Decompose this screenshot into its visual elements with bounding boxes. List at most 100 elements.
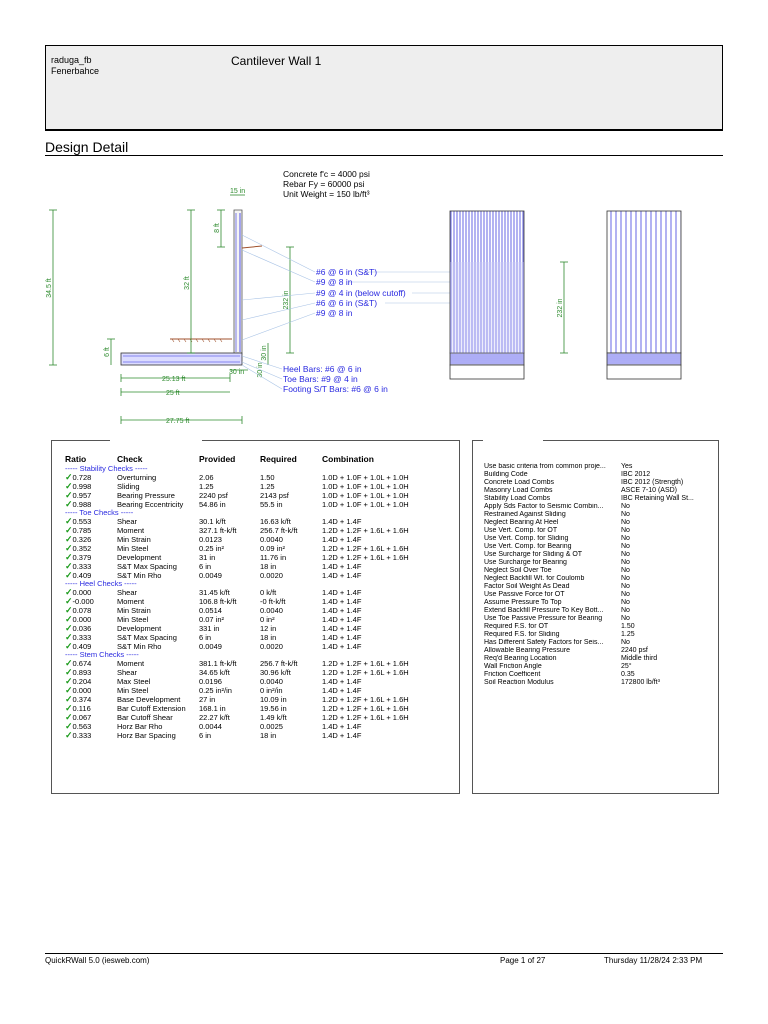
criteria-value: No bbox=[621, 615, 630, 622]
check-ratio: ✓0.333 bbox=[65, 731, 117, 740]
section-title: Design Detail bbox=[45, 139, 129, 155]
check-ratio-value: 0.379 bbox=[72, 553, 92, 562]
criteria-value: No bbox=[621, 639, 630, 646]
check-pass-icon: ✓ bbox=[65, 685, 73, 695]
check-name: Min Steel bbox=[117, 685, 149, 695]
check-ratio: ✓0.785 bbox=[65, 526, 117, 535]
criteria-label: Use Surcharge for Sliding & OT bbox=[484, 551, 583, 558]
check-ratio: ✓0.374 bbox=[65, 695, 117, 704]
check-group-row: ----- Stem Checks ----- bbox=[65, 651, 409, 659]
criteria-label: Has Different Safety Factors for Seis... bbox=[484, 639, 604, 646]
check-name: Moment bbox=[117, 525, 145, 535]
check-pass-icon: ✓ bbox=[65, 587, 73, 597]
check-provided: 34.65 k/ft bbox=[199, 667, 230, 677]
criteria-value: Yes bbox=[621, 463, 633, 470]
check-combination: 1.2D + 1.2F + 1.6L + 1.6H bbox=[322, 712, 409, 722]
col-required: Required bbox=[260, 454, 297, 464]
check-name: Max Steel bbox=[117, 676, 151, 686]
check-pass-icon: ✓ bbox=[65, 516, 73, 526]
check-pass-icon: ✓ bbox=[65, 694, 73, 704]
check-pass-icon: ✓ bbox=[65, 712, 73, 722]
check-name: Development bbox=[117, 623, 162, 633]
criteria-value: No bbox=[621, 567, 630, 574]
check-combination: 1.0D + 1.0F + 1.0L + 1.0H bbox=[322, 472, 409, 482]
check-ratio: ✓0.116 bbox=[65, 704, 117, 713]
criteria-label: Wall Friction Angle bbox=[484, 663, 542, 670]
check-name: Bar Cutoff Extension bbox=[117, 703, 186, 713]
check-provided: 30.1 k/ft bbox=[199, 516, 226, 526]
criteria-value: 2240 psf bbox=[621, 647, 648, 654]
check-combination: 1.4D + 1.4F bbox=[322, 632, 362, 642]
check-provided: 22.27 k/ft bbox=[199, 712, 230, 722]
check-provided: 331 in bbox=[199, 623, 220, 633]
check-ratio-value: 0.553 bbox=[72, 517, 92, 526]
check-required: 18 in bbox=[260, 730, 277, 740]
check-provided: 1.25 bbox=[199, 481, 214, 491]
check-name: S&T Min Rho bbox=[117, 570, 162, 580]
check-ratio: ✓-0.000 bbox=[65, 597, 117, 606]
check-name: Shear bbox=[117, 587, 138, 597]
wall-section-drawing: 15 in 34.5 ft 32 ft 8 ft 6 ft 232 in 30 … bbox=[46, 188, 682, 425]
criteria-label: Apply Sds Factor to Seismic Combin... bbox=[484, 503, 604, 510]
check-ratio-value: 0.000 bbox=[72, 588, 92, 597]
check-pass-icon: ✓ bbox=[65, 561, 73, 571]
check-ratio: ✓0.409 bbox=[65, 571, 117, 580]
material-rebar: Rebar Fy = 60000 psi bbox=[283, 179, 365, 189]
check-provided: 0.0123 bbox=[199, 534, 222, 544]
stem-bar-label-1: #6 @ 6 in (S&T) bbox=[316, 267, 377, 277]
check-ratio-value: 0.000 bbox=[72, 686, 92, 695]
check-combination: 1.2D + 1.2F + 1.6L + 1.6H bbox=[322, 658, 409, 668]
check-ratio-value: 0.333 bbox=[72, 633, 92, 642]
check-ratio: ✓0.957 bbox=[65, 491, 117, 500]
criteria-label: Assume Pressure To Top bbox=[484, 599, 562, 606]
header-user: raduga_fb bbox=[51, 55, 92, 65]
dim-stem-base: 30 in bbox=[229, 369, 244, 376]
check-combination: 1.2D + 1.2F + 1.6L + 1.6H bbox=[322, 703, 409, 713]
check-pass-icon: ✓ bbox=[65, 632, 73, 642]
checks-header-row: Ratio Check Provided Required Combinatio… bbox=[65, 454, 409, 465]
check-required: 256.7 ft-k/ft bbox=[260, 525, 298, 535]
check-ratio: ✓0.988 bbox=[65, 500, 117, 509]
criteria-value: No bbox=[621, 511, 630, 518]
check-combination: 1.4D + 1.4F bbox=[322, 623, 362, 633]
criteria-label: Required F.S. for OT bbox=[484, 623, 549, 630]
check-group-title: ----- Stability Checks ----- bbox=[65, 464, 148, 473]
check-ratio: ✓0.379 bbox=[65, 553, 117, 562]
criteria-label: Use Surcharge for Bearing bbox=[484, 559, 567, 566]
wall-footing bbox=[120, 352, 243, 366]
check-ratio: ✓0.326 bbox=[65, 535, 117, 544]
check-required: 11.76 in bbox=[260, 552, 287, 562]
check-ratio-value: 0.333 bbox=[72, 731, 92, 740]
check-pass-icon: ✓ bbox=[65, 472, 73, 482]
design-checks-table: Ratio Check Provided Required Combinatio… bbox=[65, 454, 409, 740]
check-ratio: ✓0.000 bbox=[65, 588, 117, 597]
check-name: S&T Max Spacing bbox=[117, 632, 177, 642]
criteria-label: Concrete Load Combs bbox=[484, 479, 555, 486]
dim-base-length: 27.75 ft bbox=[166, 418, 189, 425]
check-ratio-value: 0.333 bbox=[72, 562, 92, 571]
check-name: Min Strain bbox=[117, 534, 151, 544]
criteria-body: Use basic criteria from common proje...Y… bbox=[484, 463, 694, 687]
check-required: 55.5 in bbox=[260, 499, 283, 509]
check-group-row: ----- Toe Checks ----- bbox=[65, 509, 409, 517]
dim-stem-height: 32 ft bbox=[184, 276, 191, 290]
section-divider bbox=[45, 155, 723, 156]
criteria-label: Neglect Soil Over Toe bbox=[484, 567, 552, 574]
check-required: 0.09 in² bbox=[260, 543, 286, 553]
check-name: Development bbox=[117, 552, 162, 562]
